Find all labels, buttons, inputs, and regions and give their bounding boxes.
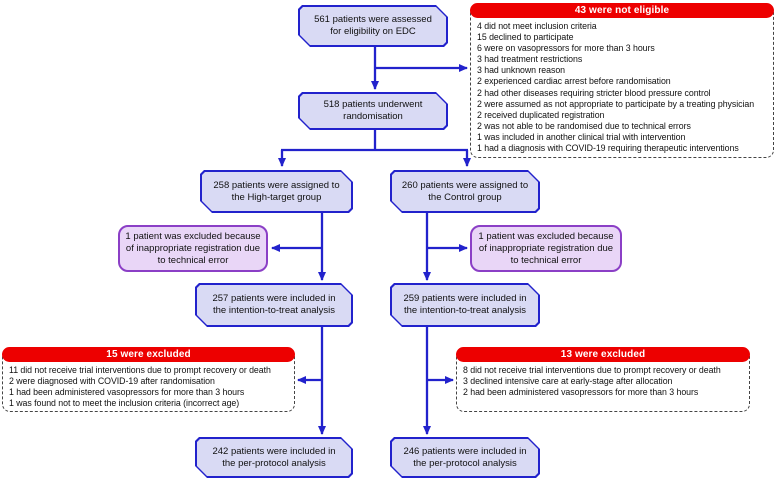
node-high-target-pp-text: 242 patients were included in the per-pr… bbox=[212, 445, 336, 469]
node-control-pp: 246 patients were included in the per-pr… bbox=[390, 437, 540, 478]
node-randomised-text: 518 patients underwent randomisation bbox=[323, 99, 423, 122]
node-assessed-body: 561 patients were assessed for eligibili… bbox=[300, 7, 446, 45]
node-assessed: 561 patients were assessed for eligibili… bbox=[298, 5, 448, 47]
node-high-target-assigned: 258 patients were assigned to the High-t… bbox=[200, 170, 353, 213]
reason-item: 15 declined to participate bbox=[477, 32, 574, 43]
reason-item: 1 had a diagnosis with COVID-19 requirin… bbox=[477, 143, 739, 154]
box-control-excluded: 13 were excluded 8 did not receive trial… bbox=[456, 347, 750, 412]
reason-item: 3 declined intensive care at early-stage… bbox=[463, 376, 673, 387]
node-randomised-body: 518 patients underwent randomisation bbox=[300, 94, 446, 128]
box-control-excluded-header: 13 were excluded bbox=[456, 347, 750, 362]
node-control-registration-excluded: 1 patient was excluded because of inappr… bbox=[470, 225, 622, 272]
box-control-excluded-reasons: 8 did not receive trial interventions du… bbox=[463, 365, 746, 398]
reason-item: 2 were diagnosed with COVID-19 after ran… bbox=[9, 376, 215, 387]
node-high-target-assigned-text: 258 patients were assigned to the High-t… bbox=[213, 179, 340, 203]
node-control-pp-body: 246 patients were included in the per-pr… bbox=[392, 439, 538, 476]
node-high-target-registration-excluded-text: 1 patient was excluded because of inappr… bbox=[125, 230, 261, 266]
box-high-target-excluded: 15 were excluded 11 did not receive tria… bbox=[2, 347, 295, 412]
node-control-pp-text: 246 patients were included in the per-pr… bbox=[403, 445, 527, 469]
node-high-target-pp: 242 patients were included in the per-pr… bbox=[195, 437, 353, 478]
node-control-assigned-text: 260 patients were assigned to the Contro… bbox=[401, 179, 529, 203]
node-high-target-pp-body: 242 patients were included in the per-pr… bbox=[197, 439, 351, 476]
reason-item: 6 were on vasopressors for more than 3 h… bbox=[477, 43, 655, 54]
node-control-assigned: 260 patients were assigned to the Contro… bbox=[390, 170, 540, 213]
node-high-target-itt-text: 257 patients were included in the intent… bbox=[212, 293, 336, 316]
node-control-registration-excluded-text: 1 patient was excluded because of inappr… bbox=[478, 230, 614, 266]
reason-item: 4 did not meet inclusion criteria bbox=[477, 21, 597, 31]
reason-item: 1 had been administered vasopressors for… bbox=[9, 387, 245, 398]
node-randomised: 518 patients underwent randomisation bbox=[298, 92, 448, 130]
reason-item: 2 was not able to be randomised due to t… bbox=[477, 120, 691, 131]
reason-item: 8 did not receive trial interventions du… bbox=[463, 365, 721, 375]
node-control-itt-body: 259 patients were included in the intent… bbox=[392, 285, 538, 325]
node-high-target-itt: 257 patients were included in the intent… bbox=[195, 283, 353, 327]
reason-item: 2 had been administered vasopressors for… bbox=[463, 387, 699, 398]
node-control-itt-text: 259 patients were included in the intent… bbox=[403, 293, 527, 316]
reason-item: 2 received duplicated registration bbox=[477, 109, 605, 120]
node-high-target-assigned-body: 258 patients were assigned to the High-t… bbox=[202, 172, 351, 211]
box-high-target-excluded-reasons: 11 did not receive trial interventions d… bbox=[9, 365, 291, 409]
reason-item: 11 did not receive trial interventions d… bbox=[9, 365, 271, 375]
node-high-target-itt-body: 257 patients were included in the intent… bbox=[197, 285, 351, 325]
reason-item: 1 was found not to meet the inclusion cr… bbox=[9, 398, 240, 409]
node-assessed-text: 561 patients were assessed for eligibili… bbox=[314, 14, 432, 37]
node-high-target-registration-excluded: 1 patient was excluded because of inappr… bbox=[118, 225, 268, 272]
box-high-target-excluded-header: 15 were excluded bbox=[2, 347, 295, 362]
reason-item: 3 had treatment restrictions bbox=[477, 54, 583, 65]
box-not-eligible-header: 43 were not eligible bbox=[470, 3, 774, 18]
node-control-assigned-body: 260 patients were assigned to the Contro… bbox=[392, 172, 538, 211]
node-control-itt: 259 patients were included in the intent… bbox=[390, 283, 540, 327]
box-not-eligible: 43 were not eligible 4 did not meet incl… bbox=[470, 3, 774, 158]
reason-item: 2 had other diseases requiring stricter … bbox=[477, 87, 711, 98]
reason-item: 2 experienced cardiac arrest before rand… bbox=[477, 76, 671, 87]
reason-item: 2 were assumed as not appropriate to par… bbox=[477, 98, 755, 109]
reason-item: 3 had unknown reason bbox=[477, 65, 566, 76]
reason-item: 1 was included in another clinical trial… bbox=[477, 131, 686, 142]
